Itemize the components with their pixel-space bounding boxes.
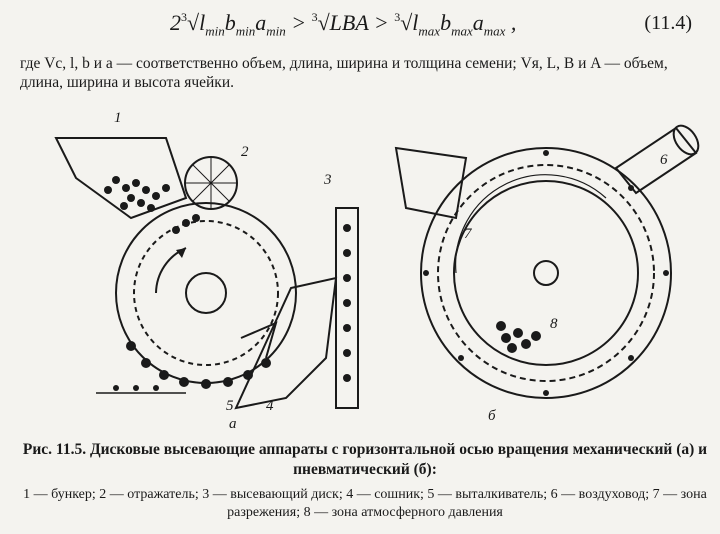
label-2: 2: [241, 144, 249, 160]
label-1-left: 1: [114, 110, 122, 126]
equation-number: (11.4): [644, 12, 692, 34]
figure-legend: 1 — бункер; 2 — отражатель; 3 — высевающ…: [23, 487, 707, 520]
label-b: б: [488, 408, 496, 424]
ground-seeds: [113, 385, 159, 391]
label-5-left: 5: [226, 398, 234, 414]
hopper: [54, 137, 188, 220]
hopper-seeds: [104, 176, 170, 212]
variable-definitions: где Vс, l, b и a — соответственно объем,…: [20, 55, 668, 91]
atmospheric-zone-seeds: [496, 321, 541, 353]
pneumatic-device: [394, 124, 700, 399]
label-6: 6: [660, 152, 668, 168]
formula-expression: 23√lminbminamin > 3√LBA > 3√lmaxbmaxamax…: [170, 10, 517, 39]
mechanical-device: [54, 137, 359, 410]
disk-side-view: [335, 207, 359, 409]
figure-caption: Рис. 11.5. Дисковые высевающие аппараты …: [22, 441, 708, 478]
label-a: а: [229, 416, 237, 430]
pneumatic-housing: [420, 147, 672, 399]
air-duct: [614, 126, 698, 195]
label-7: 7: [464, 226, 473, 242]
vacuum-zone: [455, 174, 607, 274]
seeding-disk: [115, 202, 297, 384]
disk-hub: [185, 272, 227, 314]
ejector: [240, 321, 278, 359]
disk-cell-seeds: [126, 214, 271, 389]
coulter: [234, 276, 338, 410]
formula-11-4: 23√lminbminamin > 3√LBA > 3√lmaxbmaxamax…: [0, 4, 720, 44]
label-4: 4: [266, 398, 274, 414]
pneumatic-hopper: [394, 146, 468, 220]
figure-seeding-devices: 1 2 3 4 5 6 7 8 а б: [54, 110, 700, 430]
pneumatic-hub: [533, 260, 559, 286]
label-8: 8: [550, 316, 558, 332]
label-3-left: 3: [323, 172, 332, 188]
figure-labels: 1 2 3 4 5 6 7 8 а б: [114, 110, 668, 430]
